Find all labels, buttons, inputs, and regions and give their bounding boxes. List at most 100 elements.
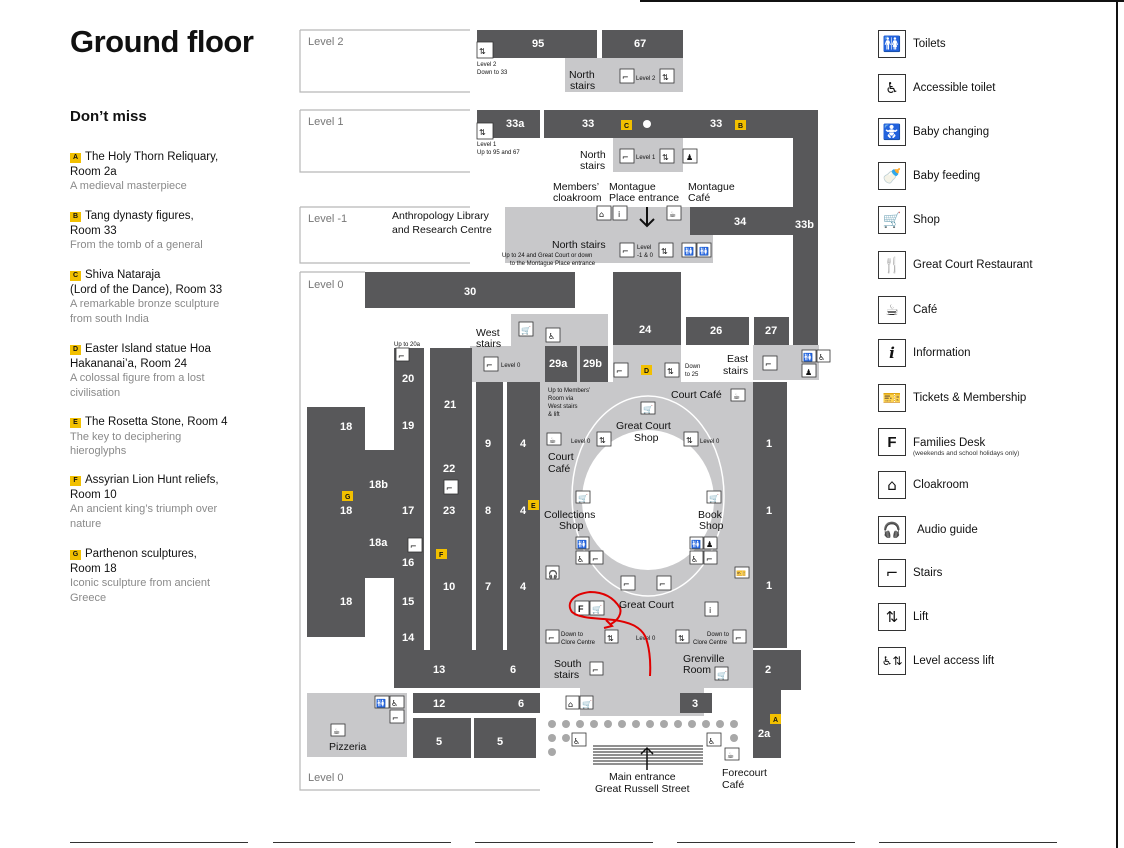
cafe-icon: ☕: [878, 296, 906, 324]
svg-text:to the Montague Place entrance: to the Montague Place entrance: [510, 261, 596, 267]
svg-text:Café: Café: [722, 779, 744, 791]
room-5-left-label: 5: [436, 736, 442, 748]
legend-item: 🍼 Baby feeding: [878, 162, 1108, 192]
svg-text:i: i: [709, 606, 711, 615]
room-21-label: 21: [444, 399, 456, 411]
svg-text:⌐: ⌐: [622, 247, 629, 256]
members-cloakroom: Members’: [553, 181, 599, 193]
dont-miss-heading: Don’t miss: [70, 108, 147, 125]
svg-text:☕: ☕: [727, 751, 734, 760]
svg-text:F: F: [578, 604, 584, 614]
page-edge-right: [1116, 0, 1118, 848]
svg-text:G: G: [345, 494, 351, 501]
toilets-icon: [681, 242, 697, 258]
svg-text:Level 0: Level 0: [571, 439, 591, 445]
north-stairs-l1: North: [580, 149, 606, 161]
room-1-mid-label: 1: [766, 505, 772, 517]
svg-text:Shop: Shop: [634, 432, 659, 444]
svg-text:⌐: ⌐: [486, 361, 493, 370]
item-description-cont: civilisation: [70, 386, 121, 399]
badge-e: [528, 500, 539, 510]
legend-item: ☕ Café: [878, 296, 1108, 326]
svg-text:Place entrance: Place entrance: [609, 192, 679, 204]
room-29a: [545, 346, 577, 382]
stairs-icon: [407, 537, 423, 553]
room-3-label: 3: [692, 698, 698, 710]
svg-text:♿: ♿: [548, 332, 555, 341]
lift-icon: [659, 148, 675, 164]
dont-miss-item: B Tang dynasty figures, Room 33 From the …: [70, 209, 270, 253]
montague-place-entrance: Montague: [609, 181, 656, 193]
room-6-mid-label: 6: [510, 664, 516, 676]
item-description: From the tomb of a general: [70, 239, 203, 251]
toilets-icon: [374, 695, 390, 709]
baby-changing-icon: [703, 536, 718, 550]
room-67: [602, 30, 683, 58]
svg-text:Level 0: Level 0: [501, 363, 521, 369]
svg-text:⇅: ⇅: [686, 436, 693, 445]
bottom-rule: [475, 842, 653, 843]
svg-text:🎧: 🎧: [548, 569, 558, 579]
svg-text:♿: ♿: [391, 699, 398, 708]
svg-text:♟: ♟: [706, 540, 713, 549]
legend-item: F Families Desk (weekends and school hol…: [878, 428, 1108, 458]
information-icon: [704, 601, 719, 617]
svg-text:& lift: & lift: [548, 412, 560, 418]
svg-text:Down to: Down to: [707, 632, 730, 638]
svg-text:⌂: ⌂: [568, 700, 573, 709]
north-stairs-lm1: North stairs: [552, 239, 606, 251]
svg-text:♿: ♿: [818, 353, 825, 362]
legend-item: 🎫 Tickets & Membership: [878, 384, 1108, 414]
svg-text:-1 & 0: -1 & 0: [637, 253, 654, 259]
svg-text:Level: Level: [637, 245, 651, 251]
toilets-icon: [575, 536, 590, 550]
rooms-6-12: [413, 693, 540, 713]
svg-text:stairs: stairs: [476, 338, 501, 350]
room-16-label: 16: [402, 557, 414, 569]
badge-c: [621, 120, 632, 130]
cafe-icon: [730, 388, 746, 402]
svg-text:⇅: ⇅: [607, 634, 614, 643]
svg-text:⌐: ⌐: [706, 555, 713, 564]
highlight-badge: B: [70, 212, 81, 222]
svg-text:F: F: [439, 552, 444, 559]
level0-frame: [299, 272, 540, 791]
svg-text:⌐: ⌐: [765, 360, 772, 369]
colonnade: [548, 720, 738, 756]
item-title: Tang dynasty figures,: [85, 210, 194, 222]
svg-text:Up to 24 and Great Court or do: Up to 24 and Great Court or down: [502, 253, 592, 259]
stairs-icon: [545, 629, 560, 644]
highlight-badge: C: [70, 271, 81, 281]
svg-text:♿: ♿: [708, 737, 715, 746]
badge-b: [735, 120, 746, 130]
montague-cafe: Montague: [688, 181, 735, 193]
item-description-cont: from south India: [70, 312, 149, 325]
lift-icon: [658, 242, 674, 258]
svg-text:🛒: 🛒: [643, 404, 653, 414]
svg-text:i: i: [618, 210, 620, 219]
item-room: Room 33: [70, 224, 117, 237]
svg-text:🚻: 🚻: [803, 352, 813, 362]
room-1-top-label: 1: [766, 438, 772, 450]
room-14-label: 14: [402, 632, 415, 644]
legend-item: ⌐ Stairs: [878, 559, 1108, 589]
svg-text:♿: ♿: [577, 555, 584, 564]
svg-text:♿: ♿: [691, 555, 698, 564]
room-33b-label: 33b: [795, 219, 814, 231]
level1-up-label: Level 1: [477, 142, 497, 148]
item-description: A medieval masterpiece: [70, 180, 187, 192]
level1-up-note: Up to 95 and 67: [477, 150, 520, 156]
item-description: A colossal figure from a lost: [70, 372, 205, 384]
level1-frame: [299, 109, 470, 173]
item-title: Shiva Nataraja: [85, 269, 161, 281]
cafe-icon: [330, 723, 346, 737]
room-9-label: 9: [485, 438, 491, 450]
svg-text:E: E: [531, 503, 536, 510]
room-4: [507, 382, 540, 652]
item-description: Iconic sculpture from ancient: [70, 577, 211, 589]
item-room: Room 18: [70, 562, 117, 575]
badge-a: [770, 714, 781, 724]
legend-item: ♿ Accessible toilet: [878, 74, 1108, 104]
stairs-icon: [389, 709, 405, 724]
